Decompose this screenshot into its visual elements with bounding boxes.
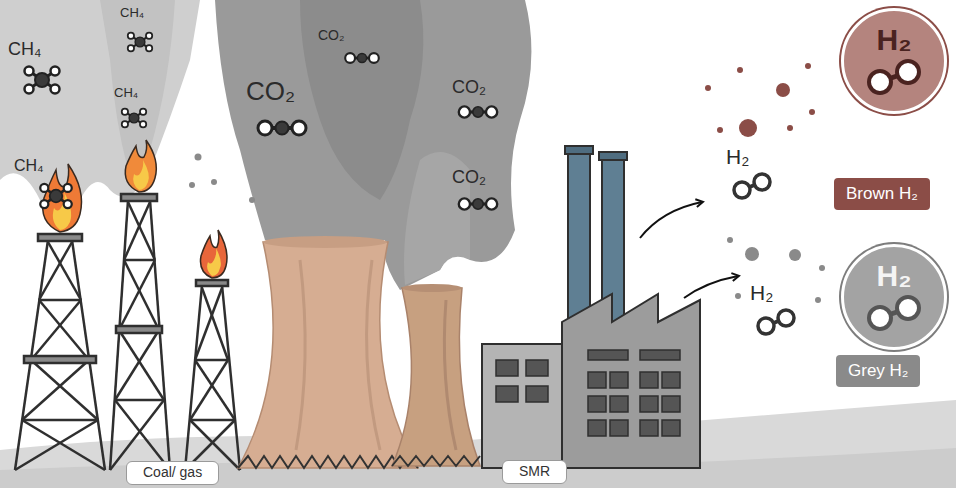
methane-smoke: [0, 0, 200, 215]
gas-rig: [110, 194, 170, 470]
output-arrows: [640, 202, 738, 298]
process-tag: SMR: [502, 460, 567, 484]
molecule-label: CO₂: [246, 78, 295, 104]
grey-particles: [727, 237, 825, 303]
molecule-label: CO₂: [452, 78, 486, 96]
node-text: Coal/ gas: [143, 464, 202, 480]
gas-rig: [15, 234, 105, 470]
molecule-label: CH₄: [114, 86, 138, 99]
flare: [125, 140, 156, 192]
node-text: H₂: [877, 261, 912, 291]
molecule-label: CO₂: [452, 168, 486, 186]
brown-particles: [705, 63, 815, 137]
molecules: [25, 33, 795, 334]
molecule-label: H₂: [726, 146, 749, 167]
node-text: Brown H₂: [846, 184, 918, 203]
ground-shadow: [0, 448, 956, 488]
molecule-label: CH₄: [8, 40, 41, 58]
molecule-label: CO₂: [318, 28, 344, 42]
molecule-label: CH₄: [14, 158, 44, 174]
gas-rig: [185, 280, 240, 470]
node-text: H₂: [877, 25, 912, 55]
molecule-label: CH₄: [120, 6, 144, 19]
flare: [200, 230, 227, 278]
grey-hydrogen-circle: H₂: [841, 244, 947, 350]
cooling-tower: [238, 236, 418, 468]
cooling-tower: [392, 284, 480, 466]
source-tag: Coal/ gas: [126, 461, 219, 485]
brown-hydrogen-tag: Brown H₂: [834, 178, 930, 210]
ground: [0, 400, 956, 488]
molecule-label: H₂: [750, 282, 773, 303]
node-text: Grey H₂: [848, 361, 908, 380]
brown-hydrogen-circle: H₂: [841, 8, 947, 114]
node-text: SMR: [519, 463, 550, 479]
smr-factory: [482, 146, 700, 468]
grey-hydrogen-tag: Grey H₂: [836, 355, 920, 387]
particles: [189, 154, 255, 204]
